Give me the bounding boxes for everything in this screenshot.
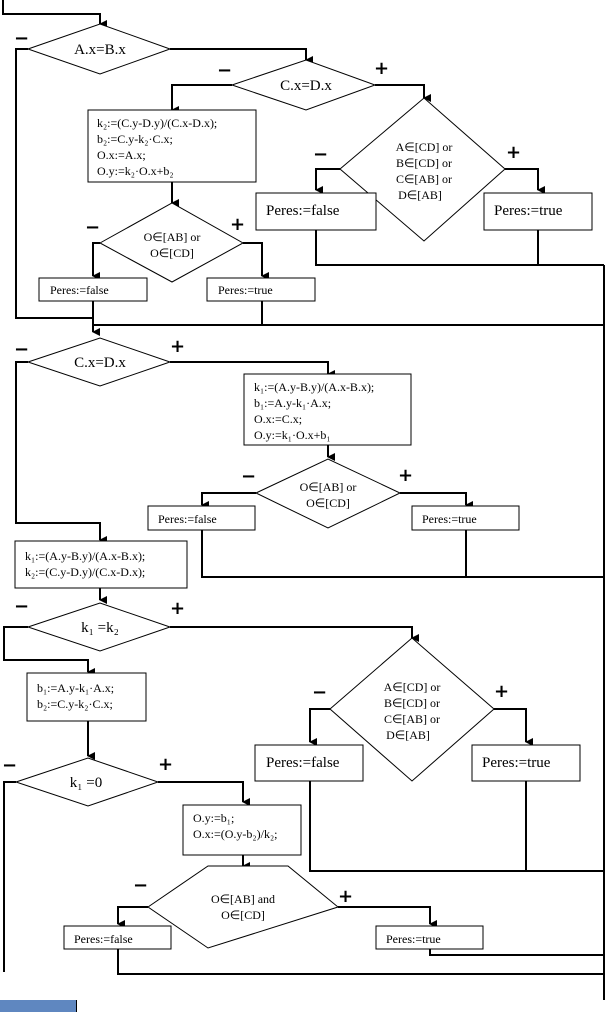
slopes-box: [14, 540, 188, 589]
result-label: Peres:=false: [74, 932, 133, 946]
result-box: [255, 192, 377, 231]
result-box: [411, 505, 520, 531]
result-box: [147, 505, 256, 531]
result-box: [483, 192, 593, 231]
result-label: Peres:=false: [50, 283, 109, 297]
result-box: [375, 925, 484, 950]
no-sign: −: [85, 217, 100, 238]
decision-diamond: [98, 202, 245, 283]
decision-line: O∈[AB] and: [211, 892, 275, 906]
yes-sign: +: [230, 214, 245, 235]
calc-line: O.y:=k₂·O.x+b₂: [97, 164, 174, 178]
result-label: Peres:=false: [266, 203, 340, 219]
decision-line: D∈[AB]: [386, 728, 430, 742]
yes-sign: +: [494, 681, 509, 702]
yes-sign: +: [374, 58, 389, 79]
no-sign: −: [241, 466, 256, 487]
calc-line: b₁:=A.y-k₁·A.x;: [254, 396, 331, 410]
calc-line: b₂:=C.y-k₂·C.x;: [37, 697, 113, 711]
decision-line: D∈[AB]: [398, 188, 442, 202]
result-box: [63, 925, 172, 950]
calc-line: O.x:=(O.y-b₂)/k₂;: [193, 827, 277, 841]
result-box: [471, 744, 581, 782]
decision-diamond: [254, 458, 402, 529]
decision-diamond: [26, 23, 172, 75]
no-sign: −: [313, 144, 328, 165]
no-sign: −: [2, 755, 17, 776]
calc-line: k₁:=(A.y-B.y)/(A.x-B.x);: [25, 549, 145, 563]
calc-line: k₁:=(A.y-B.y)/(A.x-B.x);: [254, 380, 374, 394]
decision-diamond: [339, 97, 506, 242]
connectors-bottom: [3, 626, 604, 975]
decision-line: O∈[CD]: [306, 496, 350, 510]
result-label: Peres:=true: [482, 755, 551, 771]
no-sign: −: [14, 28, 29, 49]
decision-line: O∈[AB] or: [144, 230, 201, 244]
footer-accent-bar: [0, 1000, 77, 1012]
no-sign: −: [14, 339, 29, 360]
decision-line: B∈[CD] or: [396, 156, 452, 170]
yes-sign: +: [170, 336, 185, 357]
decision-line: C∈[AB] or: [396, 172, 452, 186]
decision-label: k₁ =k₂: [81, 620, 119, 636]
yes-sign: +: [506, 142, 521, 163]
calc-box: [87, 109, 257, 183]
no-sign: −: [217, 60, 232, 81]
no-sign: −: [312, 682, 327, 703]
connectors-middle: [15, 361, 604, 604]
decision-line: A∈[CD] or: [384, 680, 441, 694]
decision-label: k₁ =0: [70, 775, 102, 791]
calc-line: O.y:=b₁;: [193, 811, 234, 825]
result-label: Peres:=true: [386, 932, 441, 946]
calc-line: k₂:=(C.y-D.y)/(C.x-D.x);: [25, 565, 145, 579]
decision-diamond: [329, 637, 495, 782]
decision-diamond: [230, 59, 377, 111]
decision-label: C.x=D.x: [280, 78, 332, 94]
decision-label: C.x=D.x: [74, 355, 126, 371]
decision-line: B∈[CD] or: [384, 696, 440, 710]
result-label: Peres:=false: [266, 755, 340, 771]
decision-line: O∈[CD]: [221, 908, 265, 922]
decision-line: C∈[AB] or: [384, 712, 440, 726]
result-label: Peres:=true: [422, 512, 477, 526]
decision-diamond: [26, 337, 172, 387]
intersection-box: [182, 804, 302, 856]
no-sign: −: [14, 596, 29, 617]
decision-line: O∈[CD]: [150, 246, 194, 260]
yes-sign: +: [170, 598, 185, 619]
calc-line: O.x:=C.x;: [254, 412, 302, 426]
decision-diamond: [26, 602, 172, 652]
calc-line: b₁:=A.y-k₁·A.x;: [37, 681, 114, 695]
calc-line: b₂:=C.y-k₂·C.x;: [97, 132, 173, 146]
no-sign: −: [133, 875, 148, 896]
result-box: [254, 744, 364, 782]
result-label: Peres:=true: [494, 203, 563, 219]
result-label: Peres:=false: [158, 512, 217, 526]
yes-sign: +: [338, 886, 353, 907]
yes-sign: +: [158, 754, 173, 775]
calc-line: O.y:=k₁·O.x+b₁: [254, 428, 331, 442]
result-box: [206, 277, 316, 302]
yes-sign: +: [398, 465, 413, 486]
connectors-top: [2, 0, 605, 1000]
result-box: [38, 277, 148, 302]
calc-line: O.x:=A.x;: [97, 148, 146, 162]
decision-label: A.x=B.x: [74, 42, 126, 58]
intercepts-box: [26, 672, 147, 722]
calc-box: [243, 373, 412, 446]
decision-line: O∈[AB] or: [300, 480, 357, 494]
calc-line: k₂:=(C.y-D.y)/(C.x-D.x);: [97, 116, 217, 130]
decision-diamond: [147, 865, 340, 949]
result-label: Peres:=true: [218, 283, 273, 297]
decision-line: A∈[CD] or: [396, 140, 453, 154]
decision-diamond: [14, 757, 160, 807]
